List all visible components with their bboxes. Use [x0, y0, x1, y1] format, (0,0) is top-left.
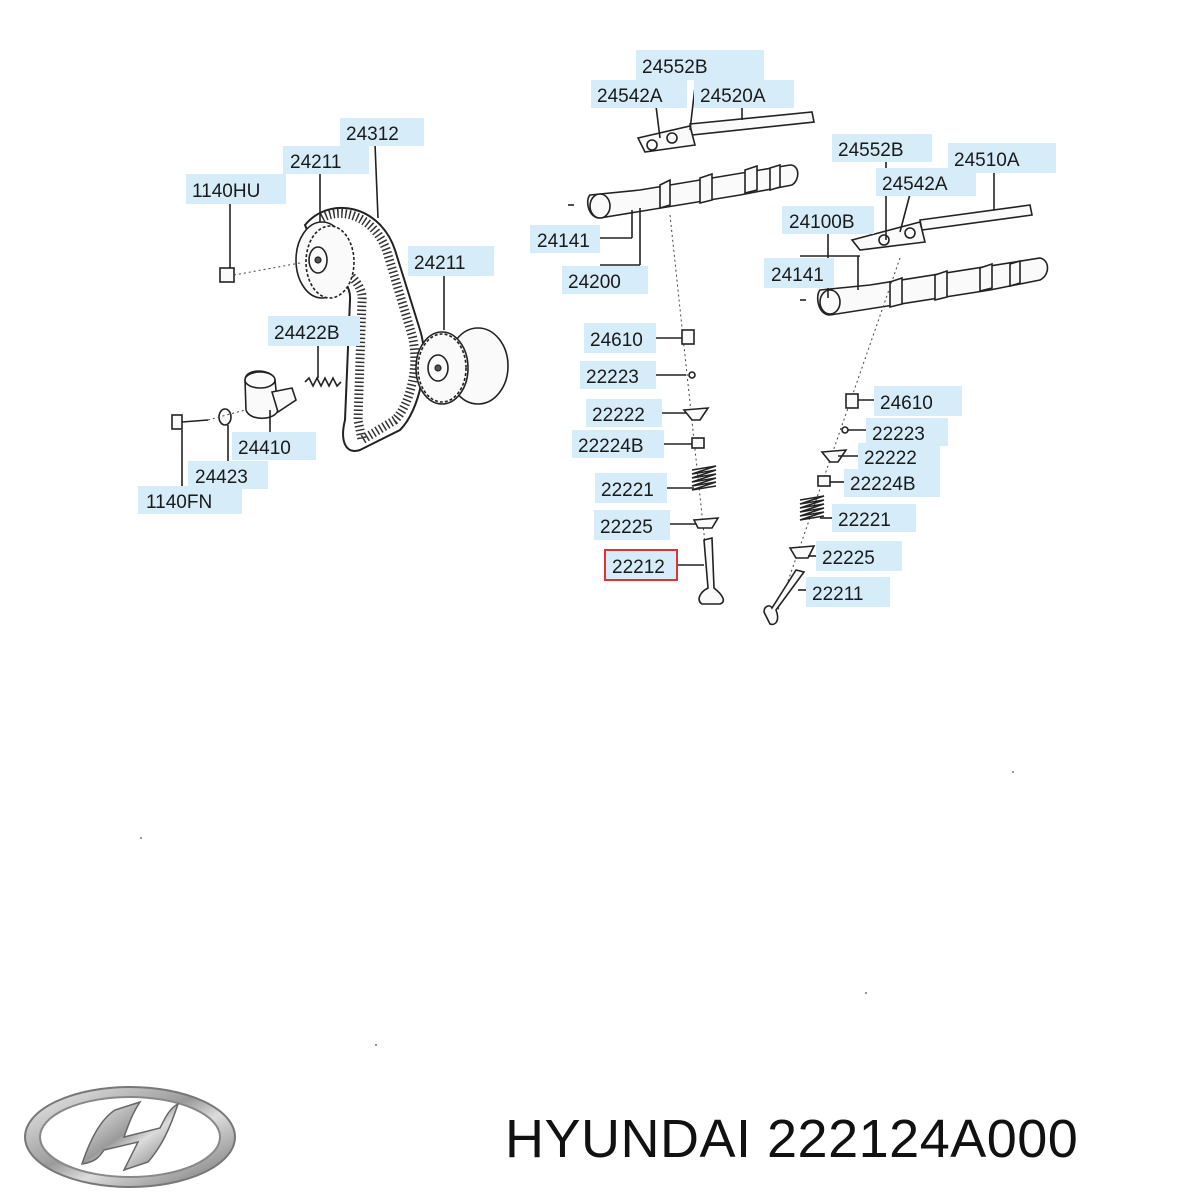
callout-22224B-left: 22224B [572, 430, 664, 458]
callout-24552B-top: 24552B [636, 50, 764, 80]
callout-24141-right: 24141 [764, 258, 834, 288]
callout-text: 24200 [568, 272, 621, 293]
callout-24542A-right: 24542A [876, 168, 976, 196]
intake-valve-22212 [698, 536, 725, 605]
callout-22211: 22211 [806, 577, 890, 607]
callout-text: 22221 [601, 480, 654, 501]
valve-train-left [654, 214, 725, 605]
callout-text: 22225 [822, 548, 875, 569]
callout-24423: 24423 [188, 461, 268, 489]
callout-text: 22221 [838, 510, 891, 531]
callout-24211-mid: 24211 [408, 246, 494, 276]
callout-22223-right: 22223 [866, 418, 948, 446]
callout-text: 24552B [838, 140, 904, 161]
timing-belt-assembly [171, 143, 509, 490]
rocker-shaft-left [636, 111, 815, 153]
callout-22212: 22212 [604, 549, 678, 581]
callout-text: 24312 [346, 124, 399, 145]
callout-24200: 24200 [562, 266, 648, 294]
callout-text: 22211 [812, 584, 863, 605]
callout-22222-left: 22222 [586, 399, 662, 427]
callout-text: 1140HU [192, 181, 260, 202]
camshaft-left [586, 163, 799, 219]
callout-text: 22224B [850, 474, 916, 495]
callout-22221-left: 22221 [595, 473, 667, 503]
camshaft-right [816, 257, 1049, 316]
callout-text: 24610 [590, 330, 643, 351]
callout-text: 24410 [238, 438, 291, 459]
callout-text: 24422B [274, 323, 340, 344]
valve-spring-right [799, 495, 825, 521]
callout-22221-right: 22221 [832, 504, 916, 532]
valve-spring-left [691, 465, 717, 491]
callout-text: 24211 [414, 253, 465, 274]
callout-text: 24542A [882, 174, 948, 195]
callout-1140FN: 1140FN [138, 486, 242, 514]
callout-24610-left: 24610 [584, 323, 656, 353]
hyundai-logo-icon [24, 1086, 236, 1188]
callout-text: 22222 [864, 448, 917, 469]
tensioner-pulley [244, 370, 297, 420]
callout-text: 24510A [954, 150, 1020, 171]
callout-24422B: 24422B [268, 316, 360, 346]
callout-text: 24141 [771, 265, 824, 286]
callout-text: 22212 [612, 557, 665, 578]
callout-24552B-right: 24552B [832, 134, 932, 162]
callout-1140HU: 1140HU [186, 174, 286, 204]
callout-text: 24100B [789, 212, 855, 233]
callout-22222-right: 22222 [858, 443, 940, 471]
callout-22223-left: 22223 [580, 361, 656, 389]
callout-24100B: 24100B [782, 206, 874, 234]
exhaust-valve-22211 [763, 569, 806, 626]
callout-text: 22222 [592, 405, 645, 426]
callout-text: 22224B [578, 436, 644, 457]
callout-22224B-right: 22224B [844, 469, 940, 497]
callout-24542A-left: 24542A [591, 80, 687, 108]
callout-24211-top: 24211 [283, 146, 369, 174]
callout-22225-right: 22225 [816, 541, 902, 571]
tensioner-spring [304, 376, 342, 388]
cam-sprocket-lower [415, 327, 509, 405]
callout-24510A: 24510A [948, 143, 1056, 173]
callout-text: 22225 [600, 517, 653, 538]
bolt-1140FN [171, 408, 246, 430]
valve-train-right [763, 257, 901, 626]
cam-sprocket-upper [295, 221, 355, 299]
callout-22225-left: 22225 [594, 510, 670, 540]
callout-24520A: 24520A [694, 80, 794, 108]
valve-seal-left [681, 329, 695, 345]
callout-24610-right: 24610 [874, 386, 962, 416]
callout-text: 24141 [537, 231, 590, 252]
callout-text: 24520A [700, 86, 766, 107]
bolt-1140HU [219, 262, 301, 283]
rocker-shaft-right [850, 204, 1033, 251]
callout-text: 24542A [597, 86, 663, 107]
callout-text: 24552B [642, 57, 708, 78]
callout-24410: 24410 [232, 432, 316, 460]
callout-text: 22223 [872, 424, 925, 445]
callout-text: 1140FN [146, 492, 212, 513]
callout-24141-left: 24141 [530, 225, 600, 253]
callout-text: 22223 [586, 367, 639, 388]
callout-text: 24211 [290, 152, 341, 173]
valve-seal-right [845, 393, 859, 409]
callout-text: 24423 [195, 467, 248, 488]
part-number-caption: HYUNDAI 222124A000 [505, 1109, 1079, 1169]
callout-text: 24610 [880, 393, 933, 414]
callout-24312: 24312 [340, 118, 424, 146]
